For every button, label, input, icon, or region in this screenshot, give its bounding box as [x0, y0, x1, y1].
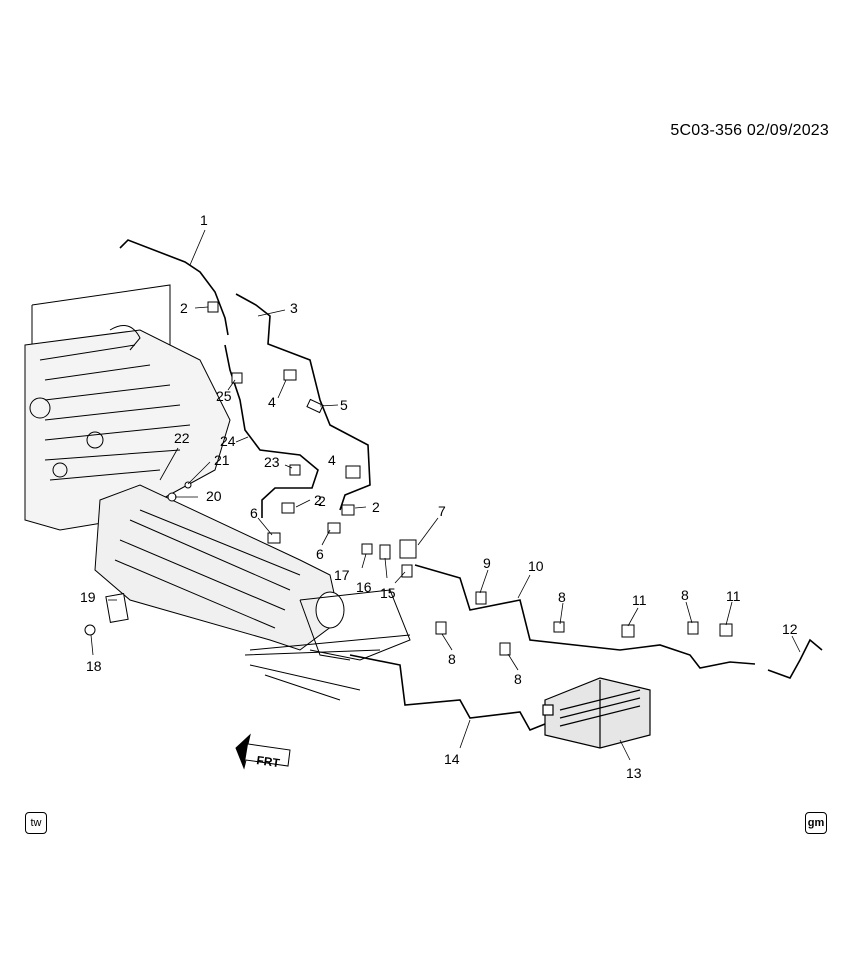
callout-label: 6: [316, 546, 324, 562]
callout-label: 24: [220, 433, 236, 449]
callout-label: 4: [328, 452, 336, 468]
callout-label: 4: [268, 394, 276, 410]
callout-label: 25: [216, 388, 232, 404]
callout-label: 16: [356, 579, 372, 595]
front-direction-indicator: FRT: [235, 733, 291, 770]
callout-label: 10: [528, 558, 544, 574]
callout-label: 2: [318, 493, 326, 509]
callout-numbers: 1 2 3 2 25 4 5 24 23 4 22 21 2 20 2 6 7 …: [80, 212, 798, 781]
callout-label: 8: [514, 671, 522, 687]
callout-label: 11: [632, 592, 647, 608]
leader-lines: [90, 229, 801, 761]
callout-label: 5: [340, 397, 348, 413]
evap-canister: [542, 677, 651, 749]
callout-label: 12: [782, 621, 798, 637]
clip-parts: [84, 301, 733, 656]
callout-label: 14: [444, 751, 460, 767]
callout-label: 17: [334, 567, 350, 583]
callout-label: 2: [180, 300, 188, 316]
gm-logo-icon: gm: [805, 812, 827, 834]
callout-label: 2: [314, 492, 322, 508]
engine-assembly: [24, 284, 411, 701]
callout-label: 20: [206, 488, 222, 504]
callout-label: 19: [80, 589, 96, 605]
callout-label: 8: [558, 589, 566, 605]
tw-badge: tw: [25, 812, 47, 834]
callout-label: 22: [174, 430, 190, 446]
callout-label: 18: [86, 658, 102, 674]
callout-label: 2: [372, 499, 380, 515]
callout-label: 23: [264, 454, 280, 470]
purge-tubes: [119, 239, 823, 732]
callout-label: 3: [290, 300, 298, 316]
callout-label: 8: [448, 651, 456, 667]
callout-label: 9: [483, 555, 491, 571]
callout-label: 15: [380, 585, 396, 601]
callout-label: 8: [681, 587, 689, 603]
callout-label: 1: [200, 212, 208, 228]
callout-label: 21: [214, 452, 230, 468]
callout-label: 6: [250, 505, 258, 521]
callout-label: 13: [626, 765, 642, 781]
callout-label: 11: [726, 588, 741, 604]
front-label: FRT: [256, 753, 282, 770]
diagram-reference: 5C03-356 02/09/2023: [670, 122, 829, 139]
callout-label: 7: [438, 503, 446, 519]
